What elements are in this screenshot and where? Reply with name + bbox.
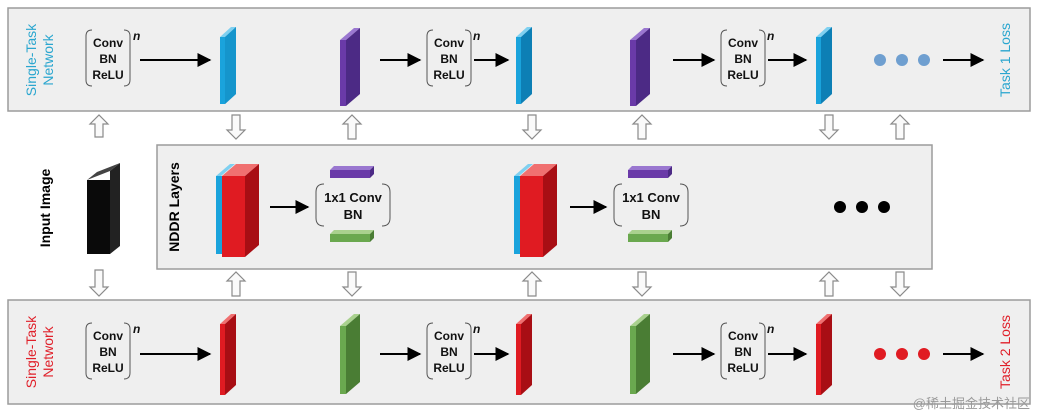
svg-text:Conv: Conv bbox=[434, 36, 464, 50]
input-image-label: Input Image bbox=[37, 169, 53, 248]
hollow-arrow-down-input-to-bottom bbox=[88, 269, 110, 297]
hollow-arrow-up-bottom-to-nddr-3 bbox=[818, 271, 840, 297]
feature-map-top-purple-1 bbox=[340, 28, 360, 106]
hollow-arrow-up-nddr-to-top-2 bbox=[631, 114, 653, 140]
svg-text:Conv: Conv bbox=[93, 329, 123, 343]
nddr-layers-label: NDDR Layers bbox=[166, 162, 182, 252]
svg-text:ReLU: ReLU bbox=[92, 361, 123, 375]
svg-text:n: n bbox=[133, 29, 140, 43]
svg-text:BN: BN bbox=[344, 207, 363, 222]
bottom-dot-1 bbox=[874, 348, 886, 360]
conv-block-top-3: Conv BN ReLU n bbox=[720, 29, 774, 87]
svg-text:Conv: Conv bbox=[93, 36, 123, 50]
svg-text:Conv: Conv bbox=[728, 36, 758, 50]
svg-text:1x1 Conv: 1x1 Conv bbox=[324, 190, 383, 205]
svg-text:ReLU: ReLU bbox=[92, 68, 123, 82]
svg-text:BN: BN bbox=[99, 52, 116, 66]
svg-text:Conv: Conv bbox=[434, 329, 464, 343]
svg-text:BN: BN bbox=[642, 207, 661, 222]
feature-map-bottom-red-1 bbox=[220, 314, 236, 395]
nddr-op-block-1: 1x1 Conv BN bbox=[315, 166, 391, 242]
task2-loss-label: Task 2 Loss bbox=[997, 315, 1013, 389]
svg-text:BN: BN bbox=[440, 345, 457, 359]
top-dot-3 bbox=[918, 54, 930, 66]
bottom-side-label-line1: Single-Task bbox=[23, 315, 39, 388]
top-side-label-line1: Single-Task bbox=[23, 23, 39, 96]
mid-dot-3 bbox=[878, 201, 890, 213]
svg-text:ReLU: ReLU bbox=[727, 68, 758, 82]
hollow-arrow-down-top-to-nddr-3 bbox=[818, 114, 840, 140]
conv-block-top-1: Conv BN ReLU n bbox=[85, 29, 140, 87]
top-dot-1 bbox=[874, 54, 886, 66]
bottom-dot-3 bbox=[918, 348, 930, 360]
hollow-arrow-up-bottom-to-nddr-2 bbox=[521, 271, 543, 297]
feature-map-bottom-red-2 bbox=[516, 314, 532, 395]
svg-text:n: n bbox=[767, 29, 774, 43]
task1-loss-label: Task 1 Loss bbox=[997, 23, 1013, 97]
hollow-arrow-down-top-to-nddr-1 bbox=[225, 114, 247, 140]
nddr-op-block-2: 1x1 Conv BN bbox=[613, 166, 689, 242]
watermark-text: @稀土掘金技术社区 bbox=[913, 396, 1030, 411]
hollow-arrow-up-bottom-to-nddr-1 bbox=[225, 271, 247, 297]
svg-text:BN: BN bbox=[734, 52, 751, 66]
svg-text:n: n bbox=[473, 29, 480, 43]
svg-text:Conv: Conv bbox=[728, 329, 758, 343]
svg-text:ReLU: ReLU bbox=[433, 68, 464, 82]
feature-map-bottom-green-1 bbox=[340, 314, 360, 394]
svg-text:BN: BN bbox=[440, 52, 457, 66]
conv-block-bottom-1: Conv BN ReLU n bbox=[85, 322, 140, 380]
concat-block-2 bbox=[514, 164, 557, 257]
feature-map-top-blue-1 bbox=[220, 27, 236, 104]
mid-dot-2 bbox=[856, 201, 868, 213]
hollow-arrow-down-top-to-nddr-2 bbox=[521, 114, 543, 140]
conv-block-bottom-2: Conv BN ReLU n bbox=[426, 322, 480, 380]
hollow-arrow-up-nddr-to-top-3 bbox=[889, 114, 911, 140]
bottom-dot-2 bbox=[896, 348, 908, 360]
mid-dot-1 bbox=[834, 201, 846, 213]
concat-block-1 bbox=[216, 164, 259, 257]
top-side-label-line2: Network bbox=[40, 33, 56, 85]
input-image-block bbox=[87, 163, 120, 254]
svg-text:n: n bbox=[473, 322, 480, 336]
hollow-arrow-down-nddr-to-bottom-1 bbox=[341, 271, 363, 297]
hollow-arrow-down-nddr-to-bottom-3 bbox=[889, 271, 911, 297]
svg-text:ReLU: ReLU bbox=[727, 361, 758, 375]
feature-map-top-blue-2 bbox=[516, 27, 532, 104]
conv-block-top-2: Conv BN ReLU n bbox=[426, 29, 480, 87]
conv-block-bottom-3: Conv BN ReLU n bbox=[720, 322, 774, 380]
hollow-arrow-down-nddr-to-bottom-2 bbox=[631, 271, 653, 297]
top-dot-2 bbox=[896, 54, 908, 66]
svg-text:BN: BN bbox=[99, 345, 116, 359]
svg-text:1x1 Conv: 1x1 Conv bbox=[622, 190, 681, 205]
hollow-arrow-up-input-to-top bbox=[88, 114, 110, 138]
svg-text:BN: BN bbox=[734, 345, 751, 359]
feature-map-top-purple-2 bbox=[630, 28, 650, 106]
svg-text:ReLU: ReLU bbox=[433, 361, 464, 375]
feature-map-top-blue-3 bbox=[816, 27, 832, 104]
feature-map-bottom-red-3 bbox=[816, 314, 832, 395]
bottom-side-label-line2: Network bbox=[40, 325, 56, 377]
svg-text:n: n bbox=[767, 322, 774, 336]
hollow-arrow-up-nddr-to-top-1 bbox=[341, 114, 363, 140]
svg-text:n: n bbox=[133, 322, 140, 336]
feature-map-bottom-green-2 bbox=[630, 314, 650, 394]
